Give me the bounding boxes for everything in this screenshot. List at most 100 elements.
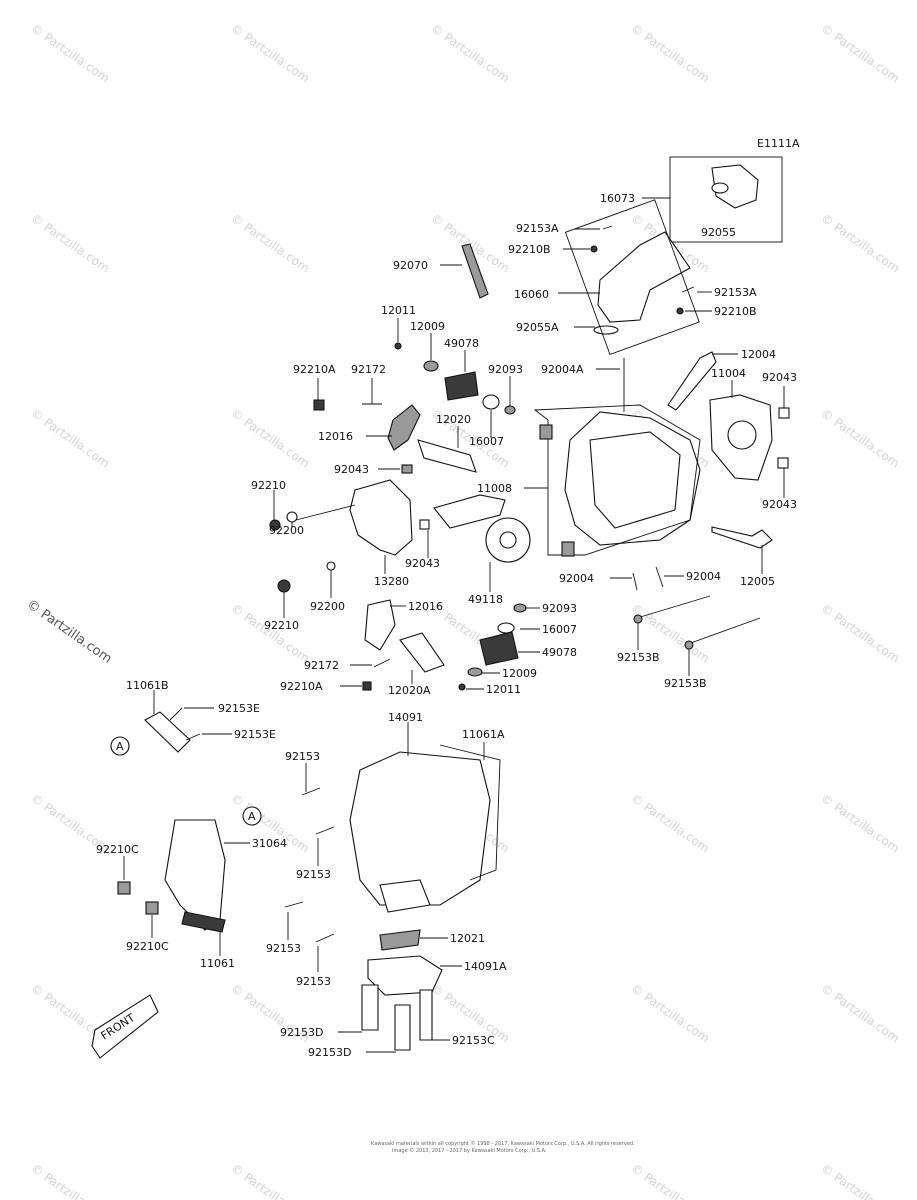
bolt-92153D-2-shape: [394, 1004, 411, 1051]
rocker-arm-12016-top-shape: [387, 404, 421, 451]
part-label: 92153: [296, 868, 331, 881]
plate-11061B-shape: [144, 711, 191, 753]
rocker-arm-12016-bottom-shape: [364, 599, 396, 651]
cotter-12011-top-shape: [394, 342, 402, 350]
part-label: 16007: [542, 623, 577, 636]
part-label: 92172: [304, 659, 339, 672]
washer-92200-top-shape: [286, 511, 298, 523]
watermark: © Partzilla.com: [818, 981, 902, 1046]
nut-92210C-1-shape: [117, 881, 131, 895]
watermark: © Partzilla.com: [228, 1161, 312, 1200]
oring-92055A-shape: [593, 325, 619, 335]
screw-92172-bottom-shape: [373, 658, 391, 668]
cylinder-head-inner-shape: [589, 431, 681, 529]
bolt-92153B-right-shape: [687, 617, 761, 645]
bolt-92153D-1-shape: [361, 984, 379, 1031]
part-label: 92210C: [126, 940, 169, 953]
intake-plate-shape: [711, 164, 759, 209]
watermark: © Partzilla.com: [818, 406, 902, 471]
part-label: 12021: [450, 932, 485, 945]
part-label: 92210A: [293, 363, 336, 376]
watermark: © Partzilla.com: [228, 601, 312, 666]
part-label: 16060: [514, 288, 549, 301]
watermark: © Partzilla.com: [628, 791, 712, 856]
part-label: 12016: [408, 600, 443, 613]
valve-12005-shape: [711, 526, 773, 549]
callout-a-right-circle: [242, 806, 262, 826]
part-label: 92153: [285, 750, 320, 763]
watermark: © Partzilla.com: [228, 21, 312, 86]
part-label: 92153B: [664, 677, 707, 690]
part-label: 92004: [559, 572, 594, 585]
bracket-31064-shape: [164, 819, 226, 931]
part-label: 49118: [468, 593, 503, 606]
part-label: 92004: [686, 570, 721, 583]
valve-guide-bottom-shape: [561, 541, 575, 557]
valve-guide-top-shape: [539, 424, 553, 440]
part-label: 12011: [381, 304, 416, 317]
part-label: 92210A: [280, 680, 323, 693]
spark-plug-shape: [461, 243, 489, 299]
bolt-head-92153B-left-shape: [633, 614, 643, 624]
part-label: 11061B: [126, 679, 169, 692]
part-label: 12011: [486, 683, 521, 696]
part-label: 92153B: [617, 651, 660, 664]
part-label: 92153A: [714, 286, 757, 299]
retainer-12009-top-shape: [423, 360, 439, 372]
callout-a-right: A: [248, 810, 256, 823]
intake-pipe-shape: [597, 231, 691, 323]
spring-49078-bottom-shape: [479, 631, 519, 666]
part-label: 12020: [436, 413, 471, 426]
cap-92043-cam-shape: [419, 519, 430, 530]
part-label: 92055: [701, 226, 736, 239]
seal-16007-top-shape: [482, 394, 500, 410]
part-label: 11061: [200, 957, 235, 970]
part-label: 92153C: [452, 1034, 495, 1047]
part-label: 92153D: [308, 1046, 351, 1059]
part-label: 11061A: [462, 728, 505, 741]
part-label: 92200: [269, 524, 304, 537]
bolt-92153E-1-shape: [169, 707, 183, 721]
part-label: 13280: [374, 575, 409, 588]
part-label: 92153: [296, 975, 331, 988]
part-label: 12005: [740, 575, 775, 588]
part-label: 92055A: [516, 321, 559, 334]
nut-92210A-top-shape: [313, 399, 325, 411]
footer-image-credit: Image © 2013, 2017 - 2017 by Kawasaki Mo…: [392, 1147, 547, 1154]
washer-92200-bottom-shape: [326, 561, 336, 571]
watermark: © Partzilla.com: [28, 21, 112, 86]
part-label: 31064: [252, 837, 287, 850]
head-gasket-bore-shape: [727, 420, 757, 450]
cap-92043-right-top-shape: [778, 407, 790, 419]
part-label: 12016: [318, 430, 353, 443]
watermark: © Partzilla.com: [28, 211, 112, 276]
part-label: 92210: [264, 619, 299, 632]
callout-a-left-circle: [110, 736, 130, 756]
part-label: 92172: [351, 363, 386, 376]
front-arrow-shape: [91, 994, 159, 1059]
watermark: © Partzilla.com: [228, 211, 312, 276]
part-label: 92210: [251, 479, 286, 492]
cover-14091A-shape: [367, 955, 443, 996]
watermark: © Partzilla.com: [818, 21, 902, 86]
part-label: 92043: [405, 557, 440, 570]
bolt-92153E-2-shape: [185, 733, 201, 741]
bolt-92153A-top-shape: [602, 225, 613, 230]
part-label: 92043: [762, 371, 797, 384]
watermark: © Partzilla.com: [818, 791, 902, 856]
watermark: © Partzilla.com: [818, 601, 902, 666]
watermark: © Partzilla.com: [628, 981, 712, 1046]
part-label: 12009: [410, 320, 445, 333]
footer-copyright: Kawasaki materials within all copyright …: [371, 1140, 635, 1147]
watermark: © Partzilla.com: [818, 211, 902, 276]
part-label: 92153E: [234, 728, 276, 741]
watermark: © Partzilla.com: [628, 1161, 712, 1200]
part-label: 12004: [741, 348, 776, 361]
watermark: © Partzilla.com: [428, 21, 512, 86]
watermark: © Partzilla.com: [228, 406, 312, 471]
callout-a-left: A: [116, 740, 124, 753]
part-label: 49078: [444, 337, 479, 350]
watermark: © Partzilla.com: [628, 21, 712, 86]
diagram-code: E1111A: [757, 137, 800, 150]
